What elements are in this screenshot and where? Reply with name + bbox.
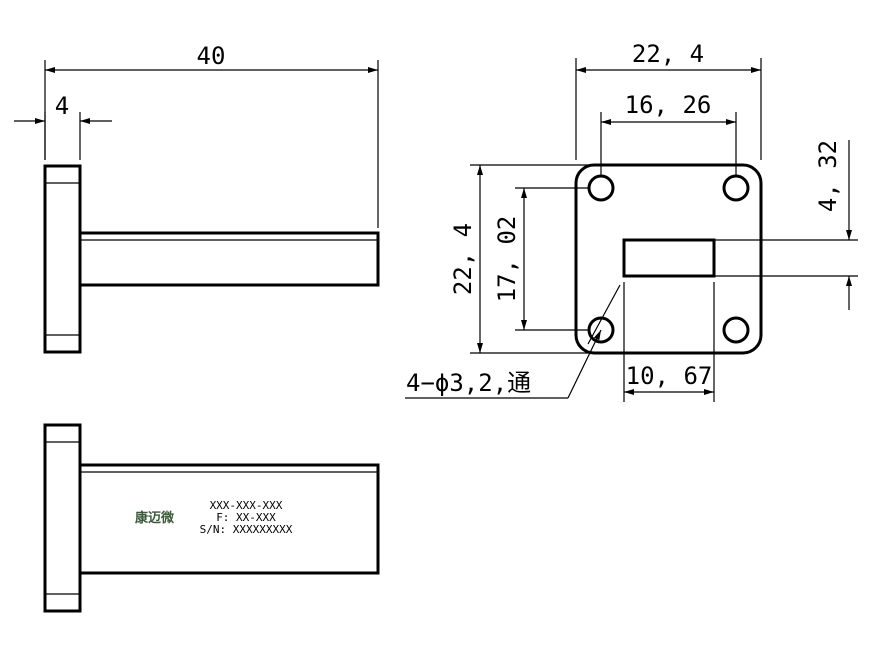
mounting-hole [722,174,750,202]
mounting-hole [722,316,750,344]
dimension-flange-height: 22, 4 [449,164,590,354]
waveguide-aperture [622,238,716,278]
flange-face [574,163,763,355]
waveguide-body-bottom [78,463,380,575]
hole-spacing-v-label: 17, 02 [493,216,521,303]
frequency-text: F: XX-XXX [216,511,276,524]
flange-width-label: 22, 4 [632,40,704,68]
hole-spacing-h-label: 16, 26 [625,91,712,119]
part-number-text: XXX-XXX-XXX [210,499,283,512]
overall-length-label: 40 [197,42,226,70]
hole-callout: 4−ϕ3,2,通 [405,284,621,399]
dimension-hole-spacing-horizontal: 16, 26 [600,91,737,175]
brand-logo: 康迈微 [135,510,175,526]
bottom-view: 康迈微 XXX-XXX-XXX F: XX-XXX S/N: XXXXXXXXX [43,423,380,613]
dimension-slot-height: 4, 32 [714,140,858,310]
serial-number-text: S/N: XXXXXXXXX [200,523,293,536]
side-view [43,164,380,354]
slot-width-label: 10, 67 [626,362,713,390]
dimension-flange-width: 22, 4 [575,40,762,160]
flange-side [43,164,82,354]
dimension-hole-spacing-vertical: 17, 02 [493,187,590,331]
waveguide-body-side [78,231,380,287]
front-view [574,163,763,355]
flange-bottom [43,423,82,613]
holes-note-label: 4−ϕ3,2,通 [406,369,531,397]
slot-height-label: 4, 32 [814,140,842,212]
flange-thickness-label: 4 [55,92,69,120]
dimension-overall-length: 40 [44,42,379,228]
mounting-hole [587,174,615,202]
dimension-flange-thickness: 4 [14,92,112,160]
dimension-slot-width: 10, 67 [623,282,715,402]
flange-height-label: 22, 4 [449,223,477,295]
